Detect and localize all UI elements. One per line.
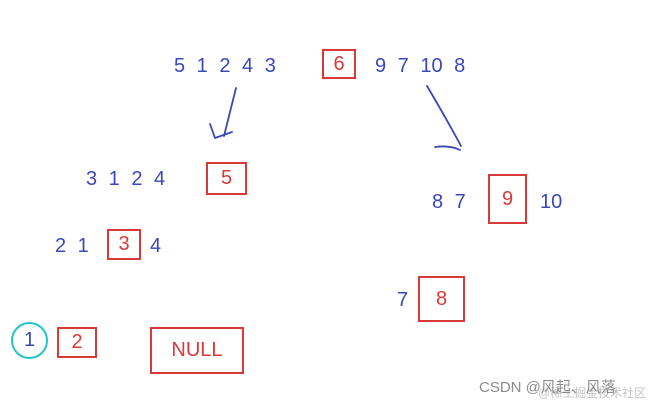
left2-pivot-box: 3 bbox=[107, 229, 141, 260]
right1-pivot-box: 9 bbox=[488, 174, 527, 224]
left-arrow-icon bbox=[223, 87, 237, 137]
left1-pivot-box: 5 bbox=[206, 162, 247, 195]
row1-pivot-box: 6 bbox=[322, 49, 356, 79]
left3-circled-number: 1 bbox=[11, 322, 48, 359]
row1-sequence-left: 5 1 2 4 3 bbox=[174, 55, 276, 77]
left2-sequence-a: 2 1 bbox=[55, 235, 89, 257]
right-arrow-head bbox=[434, 145, 461, 151]
left3-pivot-box: 2 bbox=[57, 327, 97, 358]
right1-sequence-after: 10 bbox=[540, 191, 563, 213]
right1-sequence: 8 7 bbox=[432, 191, 466, 213]
left1-sequence: 3 1 2 4 bbox=[86, 168, 166, 190]
right2-sequence: 7 bbox=[397, 289, 409, 311]
right2-pivot-box: 8 bbox=[418, 276, 465, 322]
left-arrow-head bbox=[209, 123, 233, 139]
right-arrow-icon bbox=[426, 85, 462, 147]
watermark-text: CSDN @风起、风落 bbox=[479, 379, 616, 396]
null-box: NULL bbox=[150, 327, 244, 374]
row1-sequence-right: 9 7 10 8 bbox=[375, 55, 466, 77]
watermark-shadow-text: @稀土掘金技术社区 bbox=[538, 386, 647, 400]
left2-sequence-b: 4 bbox=[150, 235, 162, 257]
